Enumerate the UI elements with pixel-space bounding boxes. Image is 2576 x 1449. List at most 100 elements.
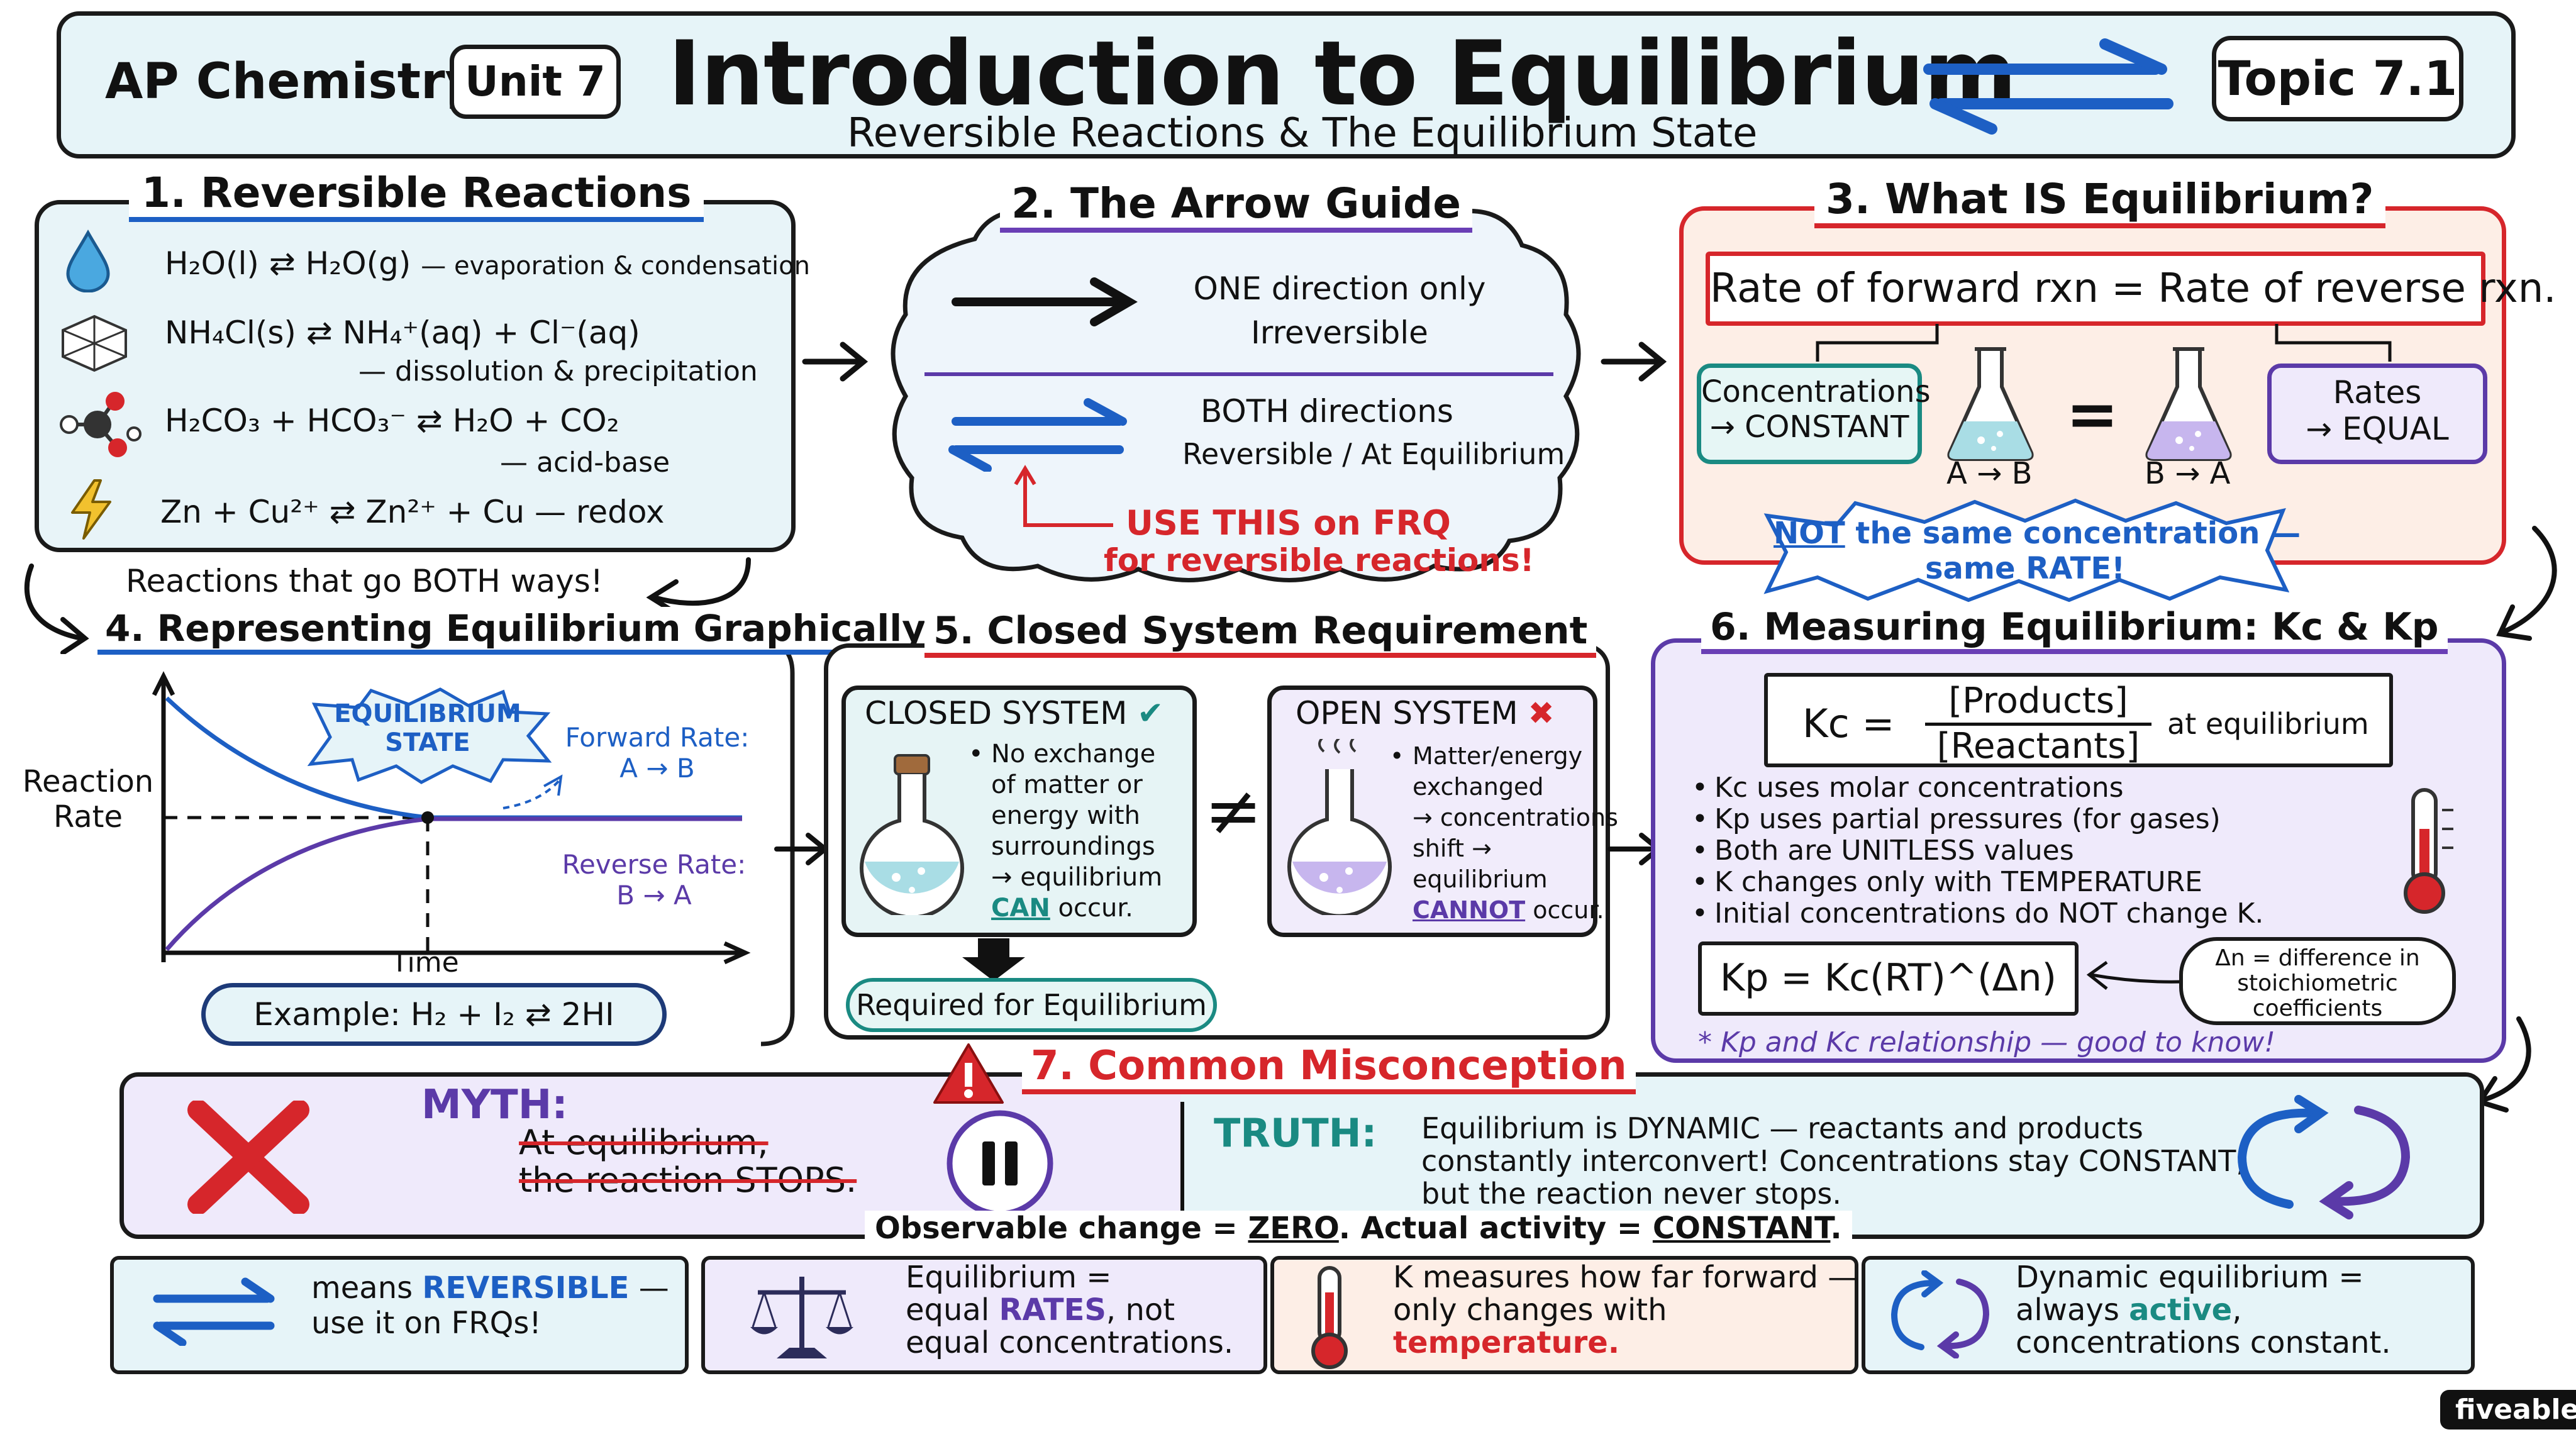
equal-label: → EQUAL	[2306, 411, 2449, 447]
page-title: Introduction to Equilibrium	[668, 22, 2017, 126]
myth-label: MYTH:	[421, 1082, 568, 1128]
closed-line: surroundings	[969, 831, 1162, 862]
graph-y-label: Reaction Rate	[22, 764, 154, 835]
section1-footer: Reactions that go BOTH ways!	[126, 563, 603, 599]
k-facts-list: Kc uses molar concentrations Kp uses par…	[1692, 772, 2263, 930]
summary-rates-text: Equilibrium = equal RATES, not equal con…	[906, 1261, 1233, 1359]
reversible-arrow-icon	[153, 1277, 275, 1346]
k-fact: Kp uses partial pressures (for gases)	[1692, 804, 2263, 836]
equilibrium-arrow-icon: ⇄	[329, 494, 356, 530]
k-fact: Initial concentrations do NOT change K.	[1692, 898, 2263, 930]
open-line-text: shift →	[1413, 835, 1492, 862]
flask-forward-label: A → B	[1946, 456, 2033, 491]
section6-title: 6. Measuring Equilibrium: Kc & Kp	[1701, 605, 2448, 654]
open-line-text: → concentrations	[1413, 804, 1618, 831]
truth-line3: but the reaction never stops.	[1421, 1177, 1841, 1211]
c2-line1: Equilibrium =	[906, 1260, 1112, 1295]
c4-line3: concentrations constant.	[2016, 1325, 2391, 1360]
observable-zero: ZERO	[1248, 1211, 1339, 1246]
closed-system-title: CLOSED SYSTEM ✔	[865, 695, 1163, 731]
dn-line2: stoichiometric	[2237, 970, 2398, 996]
rate-graph	[152, 671, 751, 965]
open-line: shift →	[1390, 833, 1618, 864]
truth-panel	[1180, 1077, 2480, 1235]
closed-line: of matter or	[969, 770, 1162, 801]
c4-line1: Dynamic equilibrium =	[2016, 1260, 2364, 1295]
dn-line1: Δn = difference in	[2215, 945, 2420, 971]
misconception-divider	[1180, 1102, 1184, 1215]
open-line: exchanged	[1390, 772, 1618, 802]
open-line: CANNOT occur.	[1390, 895, 1618, 926]
equilibrium-burst	[307, 687, 552, 784]
closed-line: → equilibrium	[969, 862, 1162, 893]
reverse-line2: B → A	[616, 880, 692, 911]
cannot-text: CANNOT	[1413, 896, 1526, 924]
section7-title: 7. Common Misconception	[1022, 1043, 1636, 1094]
open-line-text: equilibrium	[1413, 865, 1548, 893]
actual-constant: CONSTANT	[1652, 1211, 1831, 1246]
reaction-redox-left: Zn + Cu²⁺	[160, 494, 319, 530]
closed-line: CAN occur.	[969, 893, 1162, 924]
section-reversible-reactions	[35, 200, 796, 552]
myth-line2: the reaction STOPS.	[519, 1160, 857, 1200]
occur-text: occur.	[1525, 896, 1604, 924]
forward-line2: A → B	[619, 753, 695, 784]
closed-line-text: surroundings	[991, 832, 1155, 861]
section4-title: 4. Representing Equilibrium Graphically	[97, 607, 933, 655]
page-subtitle: Reversible Reactions & The Equilibrium S…	[847, 110, 1758, 157]
myth-line1: At equilibrium,	[519, 1123, 769, 1162]
k-fact: Both are UNITLESS values	[1692, 835, 2263, 867]
open-line: Matter/energy	[1390, 741, 1618, 772]
reaction-water-note: — evaporation & condensation	[421, 252, 810, 280]
closed-line-text: → equilibrium	[991, 863, 1163, 892]
closed-line-text: energy with	[991, 801, 1140, 830]
check-icon: ✔	[1137, 695, 1164, 731]
reaction-nh4cl: NH₄Cl(s) ⇄ NH₄⁺(aq) + Cl⁻(aq)	[165, 314, 640, 351]
down-arrow-icon	[962, 938, 1025, 981]
reaction-water: H₂O(l) ⇄ H₂O(g) — evaporation & condensa…	[165, 245, 810, 282]
c4-c: ,	[2232, 1292, 2242, 1328]
one-way-arrow-icon	[952, 277, 1138, 326]
equilibrium-state-label: EQUILIBRIUM STATE	[302, 699, 553, 757]
big-x-icon	[187, 1101, 309, 1214]
header-banner: AP Chemistry Unit 7 Introduction to Equi…	[57, 11, 2516, 158]
irreversible-label: Irreversible	[1251, 314, 1428, 351]
same-rate-note: NOT the same concentration — same RATE!	[1774, 516, 2301, 586]
open-line: equilibrium	[1390, 864, 1618, 895]
thermometer-icon	[1311, 1266, 1348, 1369]
thermometer-icon	[2404, 788, 2453, 914]
k-fact: K changes only with TEMPERATURE	[1692, 867, 2263, 899]
y-label-line2: Rate	[53, 799, 123, 835]
reaction-water-right: H₂O(g)	[305, 245, 411, 282]
reaction-nh4cl-left: NH₄Cl(s)	[165, 314, 296, 351]
reverse-line1: Reverse Rate:	[562, 849, 747, 880]
summary-dynamic-text: Dynamic equilibrium = always active, con…	[2016, 1261, 2391, 1359]
section5-title: 5. Closed System Requirement	[924, 609, 1597, 658]
summary-card-dynamic	[1862, 1256, 2475, 1374]
closed-line-text: of matter or	[991, 770, 1143, 799]
reversible-arrow-icon	[1923, 38, 2174, 135]
both-directions-label: BOTH directions	[1201, 393, 1453, 430]
burst-line1: EQUILIBRIUM	[334, 699, 521, 728]
topic-badge: Topic 7.1	[2212, 36, 2463, 121]
reaction-carbonic-note: — acid-base	[500, 447, 670, 479]
reaction-redox-right: Zn²⁺ + Cu	[365, 494, 525, 530]
y-label-line1: Reaction	[22, 764, 154, 799]
water-drop-icon	[66, 230, 110, 292]
flask-icon	[1947, 347, 2034, 461]
can-text: CAN	[991, 894, 1050, 923]
equilibrium-arrow-icon: ⇄	[269, 245, 296, 282]
unit-badge: Unit 7	[450, 45, 621, 119]
molecule-icon	[60, 392, 142, 457]
concentrations-constant-box: Concentrations → CONSTANT	[1697, 364, 1931, 464]
course-label: AP Chemistry	[105, 53, 477, 110]
burst-line2: STATE	[385, 728, 470, 757]
c2-a: equal	[906, 1292, 999, 1328]
graph-x-label: Time	[391, 947, 459, 979]
rates-equal-box: Rates → EQUAL	[2267, 364, 2487, 464]
open-system-title: OPEN SYSTEM ✖	[1296, 695, 1555, 731]
closed-line: No exchange	[969, 739, 1162, 770]
bracket-lines	[1816, 324, 2392, 362]
curved-arrow-icon	[2496, 526, 2557, 641]
concentrations-label: Concentrations	[1701, 374, 1931, 409]
